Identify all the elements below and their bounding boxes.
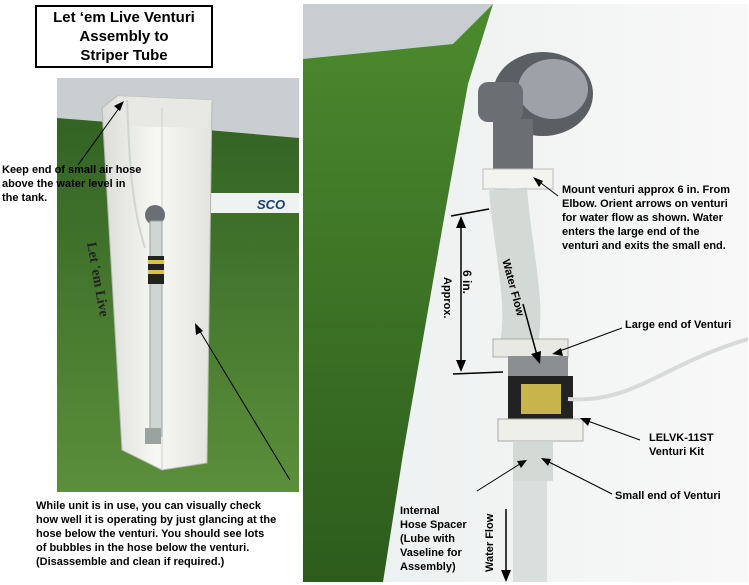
hose-spacer-label: Internal Hose Spacer (Lube with Vaseline… <box>400 505 467 573</box>
left-photo: SCO Let 'em Live <box>57 78 299 492</box>
title-box: Let ‘em Live Venturi Assembly to Striper… <box>35 5 213 68</box>
air-hose-note: Keep end of small air hose above the wat… <box>2 164 142 204</box>
approx-label: Approx. <box>441 277 453 319</box>
right-photo-illustration <box>303 4 748 582</box>
water-flow-label-bottom: Water Flow <box>484 513 496 572</box>
small-end-label: Small end of Venturi <box>615 490 721 502</box>
svg-text:SCO: SCO <box>257 197 285 212</box>
venturi-kit-label: LELVK-11ST Venturi Kit <box>649 432 714 458</box>
six-inch-label: 6 in. <box>460 270 474 295</box>
mount-note: Mount venturi approx 6 in. From Elbow. O… <box>562 184 731 252</box>
left-photo-illustration: SCO Let 'em Live <box>57 78 299 492</box>
large-end-label: Large end of Venturi <box>625 319 732 331</box>
page-title: Let ‘em Live Venturi Assembly to Striper… <box>53 9 195 64</box>
right-photo <box>303 4 748 582</box>
check-note: While unit is in use, you can visually c… <box>36 500 277 568</box>
